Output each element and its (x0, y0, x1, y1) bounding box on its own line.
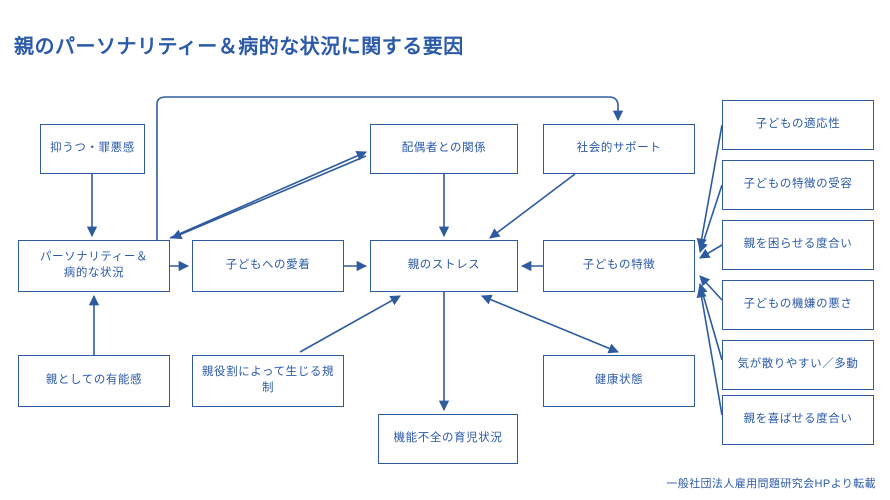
node-child-traits[interactable]: 子どもの特徴 (543, 240, 695, 292)
node-label: 親のストレス (407, 259, 481, 272)
node-troublesomeness[interactable]: 親を困らせる度合い (722, 220, 874, 270)
node-label: 子どもの特徴の受容 (743, 178, 853, 191)
node-label: 抑うつ・罪悪感 (50, 142, 135, 155)
node-label: 親を喜ばせる度合い (743, 413, 853, 426)
source-credit: 一般社団法人雇用問題研究会HPより転載 (666, 478, 876, 490)
node-attachment[interactable]: 子どもへの愛着 (192, 240, 344, 292)
node-parental-competence[interactable]: 親としての有能感 (18, 355, 170, 407)
edge-social-support-to-stress (489, 173, 576, 239)
edge-moodiness-to-child-traits (699, 275, 723, 301)
node-dysfunctional-care[interactable]: 機能不全の育児状況 (378, 414, 518, 464)
node-label: 親を困らせる度合い (743, 238, 853, 251)
edge-stress-health-bidirectional (481, 294, 619, 354)
node-label: 子どもの特徴 (582, 259, 656, 272)
node-label: 子どもの機嫌の悪さ (743, 298, 853, 311)
edge-troublesomeness-to-child-traits (699, 244, 723, 259)
node-health-status[interactable]: 健康状態 (543, 355, 695, 407)
node-trait-acceptance[interactable]: 子どもの特徴の受容 (722, 160, 874, 210)
edge-adaptability-to-child-traits (696, 124, 723, 250)
node-label: パーソナリティー＆ 病的な状況 (39, 251, 149, 279)
edge-spouse-to-personality (171, 155, 367, 240)
node-parent-stress[interactable]: 親のストレス (370, 240, 518, 292)
node-label: 親役割によって生じる規制 (201, 366, 335, 394)
edge-distractibility-to-child-traits (697, 283, 723, 361)
node-distractibility[interactable]: 気が散りやすい／多動 (722, 340, 874, 390)
node-pleasing-degree[interactable]: 親を喜ばせる度合い (722, 395, 874, 445)
node-child-moodiness[interactable]: 子どもの機嫌の悪さ (722, 280, 874, 330)
node-label: 子どもへの愛着 (225, 259, 311, 272)
edge-pleasing-to-child-traits (696, 286, 723, 416)
page-title: 親のパーソナリティー＆病的な状況に関する要因 (14, 36, 464, 58)
edge-personality-to-spouse (169, 150, 367, 239)
edge-acceptance-to-child-traits (697, 184, 723, 253)
node-role-restriction[interactable]: 親役割によって生じる規制 (192, 355, 344, 407)
node-label: 配偶者との関係 (401, 142, 487, 155)
node-label: 親としての有能感 (45, 374, 143, 387)
node-spouse-relation[interactable]: 配偶者との関係 (370, 124, 518, 174)
node-label: 機能不全の育児状況 (393, 432, 503, 445)
edge-role-restriction-to-stress (299, 295, 401, 353)
node-label: 健康状態 (594, 374, 644, 387)
node-label: 気が散りやすい／多動 (737, 358, 859, 371)
node-personality[interactable]: パーソナリティー＆ 病的な状況 (18, 240, 170, 292)
node-social-support[interactable]: 社会的サポート (543, 124, 695, 174)
node-child-adaptability[interactable]: 子どもの適応性 (722, 100, 874, 150)
node-label: 社会的サポート (576, 142, 662, 155)
node-depression[interactable]: 抑うつ・罪悪感 (40, 124, 145, 174)
node-label: 子どもの適応性 (755, 118, 841, 131)
